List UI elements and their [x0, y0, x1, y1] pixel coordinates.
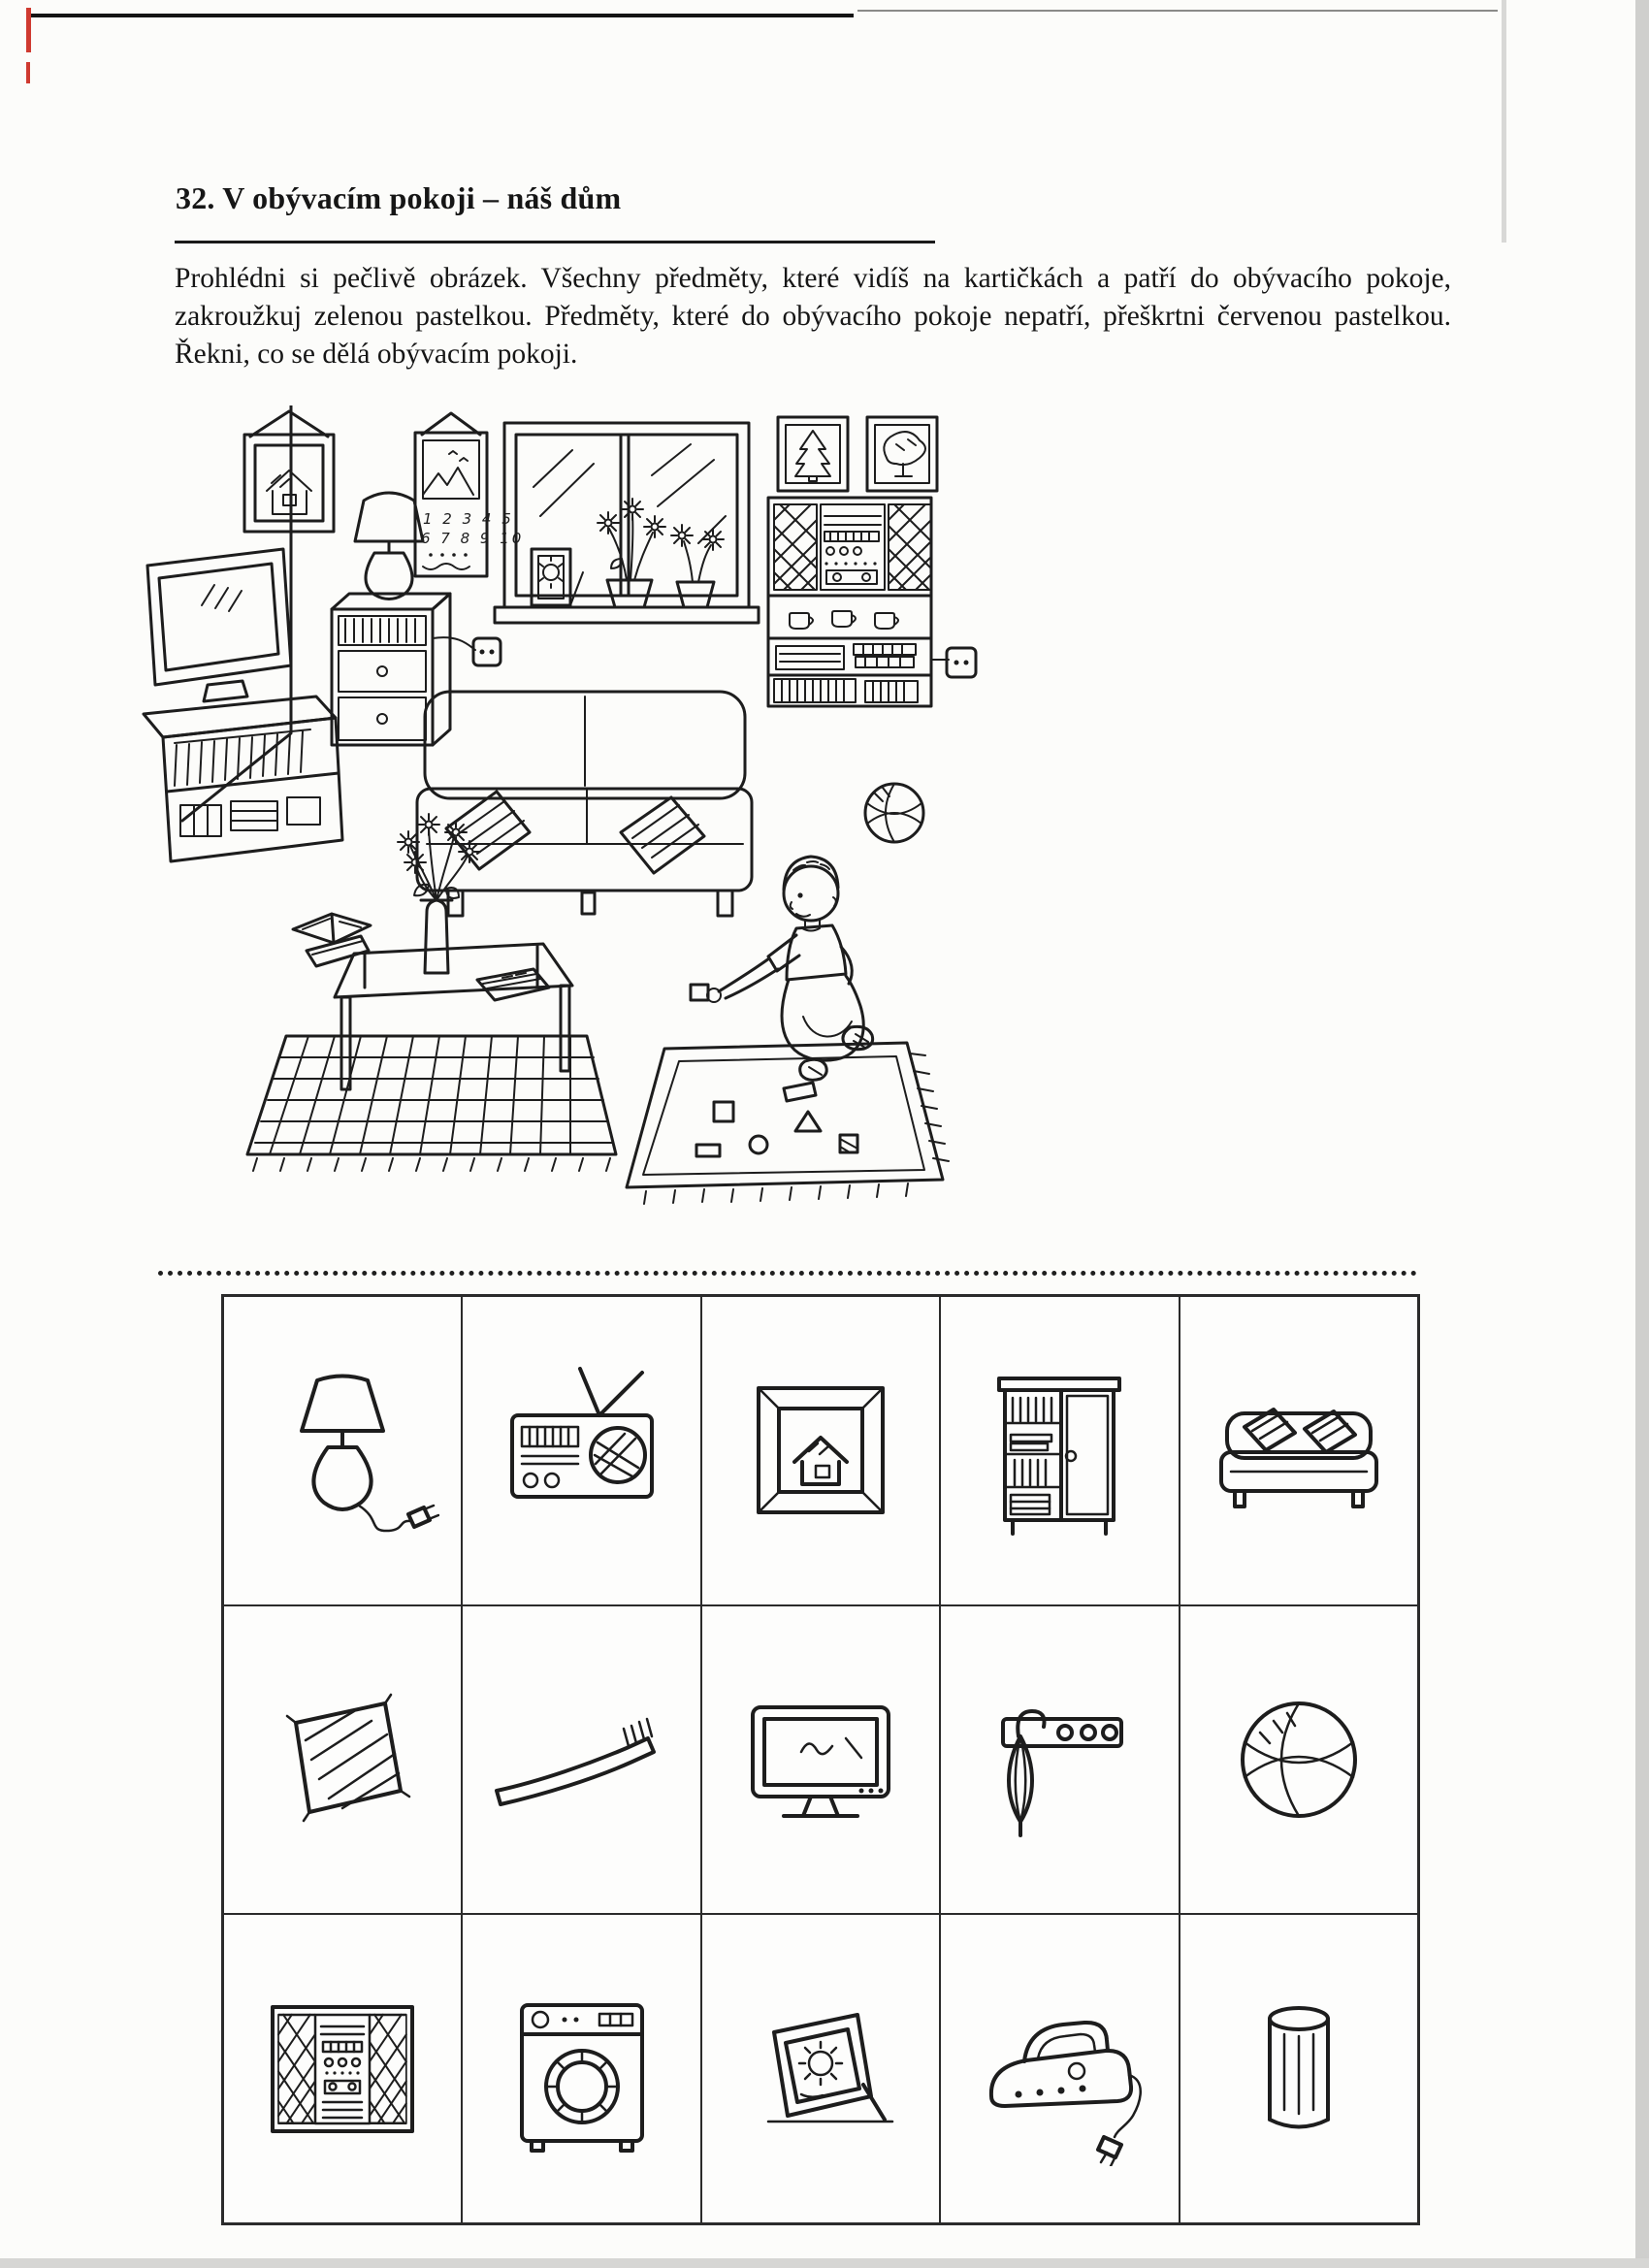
- vase-with-flowers: [397, 813, 481, 975]
- scan-artifact-line: [29, 14, 854, 17]
- checked-rug: [245, 1034, 618, 1172]
- scan-page-curl: [1502, 0, 1506, 243]
- page-title: 32. V obývacím pokoji – náš dům: [176, 180, 622, 216]
- card-sofa: [1179, 1296, 1418, 1605]
- book-on-table: [475, 967, 551, 1002]
- instructions-text: Prohlédni si pečlivě obrázek. Všechny př…: [175, 263, 1451, 371]
- television: [146, 547, 293, 703]
- building-blocks: [695, 1081, 859, 1158]
- framed-picture-house: [242, 409, 336, 534]
- window: [493, 421, 760, 625]
- power-outlet: [432, 636, 502, 667]
- title-rule: [175, 241, 935, 243]
- play-rug: [625, 1041, 950, 1205]
- card-table-lamp: [223, 1296, 463, 1605]
- flower-pots: [597, 498, 725, 609]
- wall-calendar: 1 2 3 4 5 6 7 8 9 10: [413, 411, 524, 578]
- books-on-floor: [291, 912, 372, 968]
- scan-shadow-bottom: [0, 2258, 1649, 2268]
- framed-picture-fir-tree: [776, 415, 850, 493]
- dotted-divider: [158, 1271, 1417, 1276]
- card-standing-photo-frame: [700, 1914, 941, 2223]
- scan-shadow-right: [1635, 0, 1649, 2268]
- card-pillow: [223, 1604, 463, 1915]
- living-room-illustration: 1 2 3 4 5 6 7 8 9 10: [136, 404, 1436, 1259]
- chest-of-drawers: [330, 592, 452, 747]
- beach-ball: [863, 782, 925, 844]
- card-iron: [940, 1914, 1180, 2223]
- card-bookcase-wardrobe: [940, 1296, 1180, 1605]
- card-ball: [1179, 1604, 1418, 1915]
- scan-red-mark-2: [26, 62, 30, 83]
- stereo-shelf-unit: [766, 496, 978, 708]
- card-tv-screen: [700, 1604, 941, 1915]
- card-framed-picture-house: [700, 1296, 941, 1605]
- framed-picture-tree: [865, 415, 939, 493]
- boy-playing: [689, 855, 875, 1082]
- card-stereo-system: [223, 1914, 463, 2223]
- scan-red-mark: [26, 8, 31, 52]
- sofa: [415, 690, 754, 918]
- coffee-table: [333, 942, 574, 1091]
- card-radio: [462, 1296, 701, 1605]
- table-lamp: [353, 491, 425, 600]
- card-coat-rack-with-umbrella: [940, 1604, 1180, 1915]
- calendar-numbers-row2: 6 7 8 9 10: [421, 530, 524, 547]
- card-toothbrush: [462, 1604, 701, 1915]
- calendar-numbers-row1: 1 2 3 4 5: [423, 510, 514, 528]
- cards-grid: [221, 1294, 1420, 2225]
- card-waste-bin: [1179, 1914, 1418, 2223]
- tv-stand-with-books: [142, 695, 344, 863]
- framed-photo: [530, 547, 584, 607]
- card-washing-machine: [462, 1914, 701, 2223]
- scan-artifact-line-2: [857, 10, 1498, 12]
